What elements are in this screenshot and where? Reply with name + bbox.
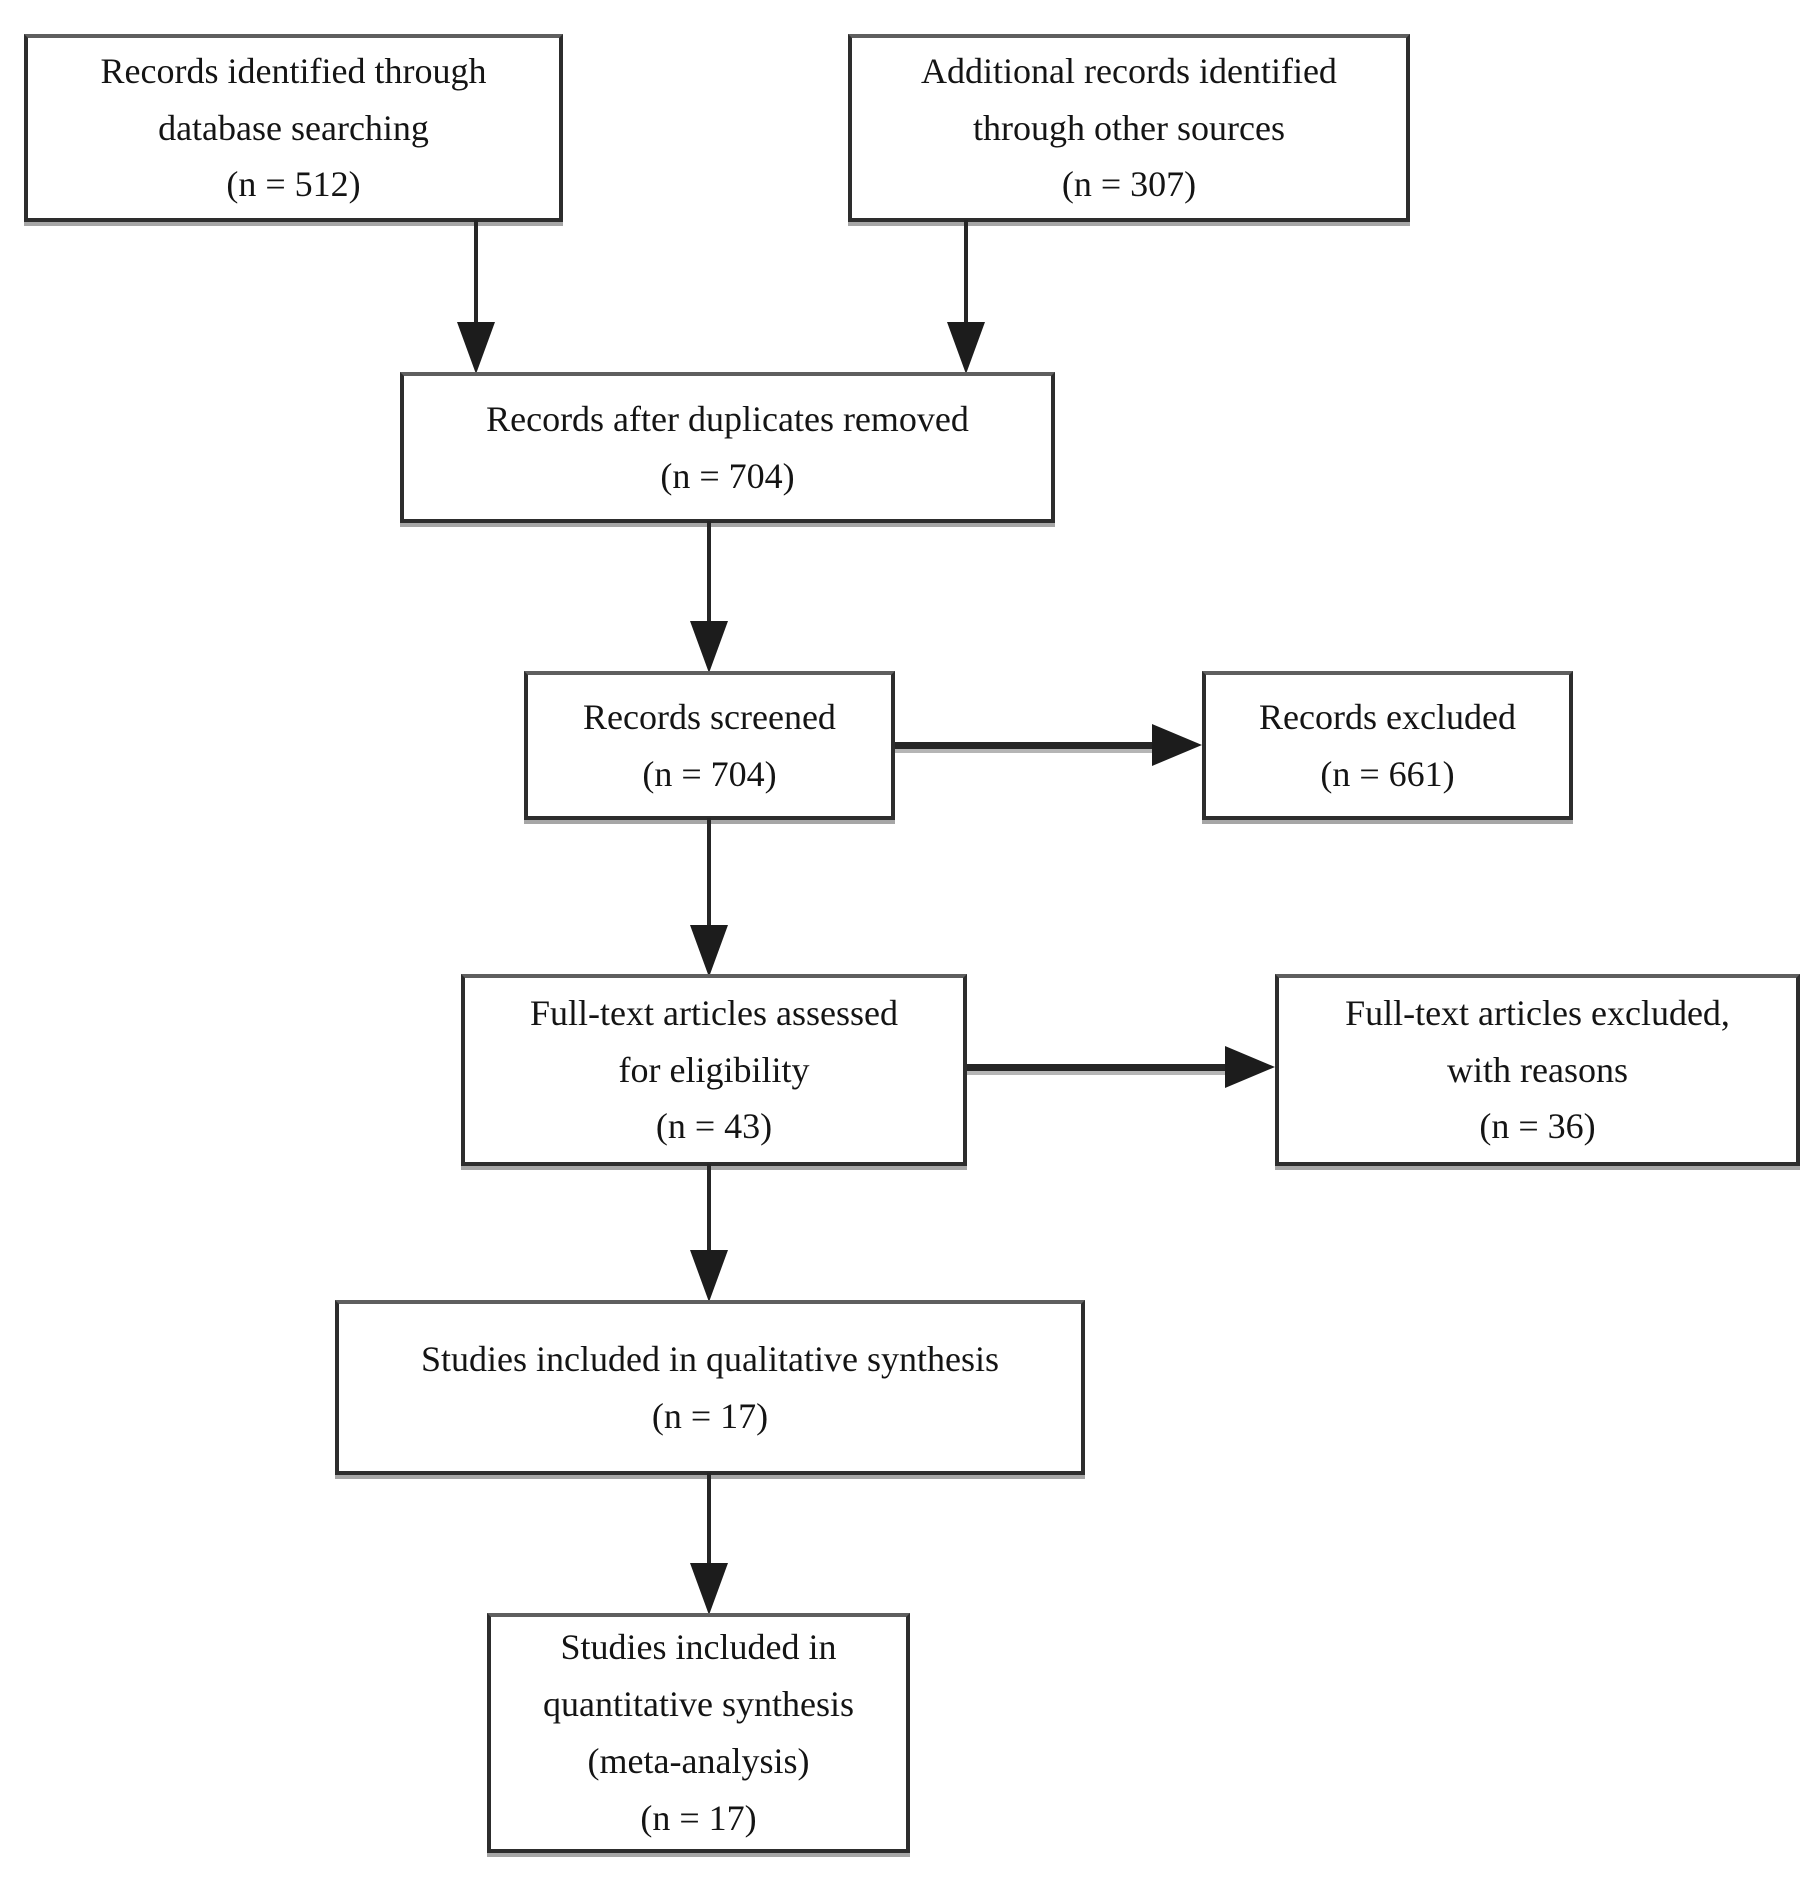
box-line: Records identified through [100, 50, 487, 91]
connector-fulltext-to-excluded [967, 1064, 1229, 1071]
flow-box-records-identified: Records identified through database sear… [24, 34, 563, 222]
flow-box-fulltext-excluded: Full-text articles excluded, with reason… [1275, 974, 1800, 1166]
box-line: Additional records identified [921, 50, 1337, 91]
arrowhead-down-icon [457, 322, 495, 374]
box-line: database searching [158, 107, 429, 148]
flow-box-after-duplicates: Records after duplicates removed (n = 70… [400, 372, 1055, 523]
arrowhead-right-icon [1225, 1046, 1275, 1088]
box-line: (n = 512) [226, 164, 361, 205]
flow-box-qualitative-synthesis: Studies included in qualitative synthesi… [335, 1300, 1085, 1475]
box-line: through other sources [973, 107, 1285, 148]
box-line: (n = 17) [640, 1797, 757, 1838]
flow-box-additional-records: Additional records identified through ot… [848, 34, 1410, 222]
box-line: Full-text articles excluded, [1345, 992, 1730, 1033]
arrowhead-right-icon [1152, 724, 1202, 766]
box-line: (n = 43) [655, 1106, 773, 1147]
box-line: Studies included in [560, 1627, 837, 1668]
connector-screened-to-fulltext [707, 818, 711, 927]
arrowhead-down-icon [690, 1563, 728, 1615]
flow-box-records-excluded: Records excluded (n = 661) [1202, 671, 1573, 820]
box-line: (n = 704) [660, 455, 795, 496]
box-line: (meta-analysis) [587, 1741, 810, 1781]
box-line: Records screened [583, 696, 836, 737]
box-line: Full-text articles assessed [530, 992, 898, 1033]
flow-box-fulltext-assessed: Full-text articles assessed for eligibil… [461, 974, 967, 1166]
connector-fulltext-to-qualitative [707, 1164, 711, 1253]
box-line: (n = 36) [1479, 1106, 1596, 1147]
box-line: (n = 661) [1320, 753, 1455, 794]
connector-duplicates-to-screened [707, 521, 711, 625]
box-line: Records excluded [1259, 696, 1516, 737]
arrowhead-down-icon [690, 925, 728, 977]
flow-box-records-screened: Records screened (n = 704) [524, 671, 895, 820]
arrowhead-down-icon [690, 1250, 728, 1302]
box-line: for eligibility [618, 1049, 810, 1090]
flow-box-quantitative-synthesis: Studies included in quantitative synthes… [487, 1613, 910, 1853]
box-line: with reasons [1447, 1049, 1628, 1090]
box-line: (n = 307) [1061, 164, 1197, 205]
connector-qualitative-to-quantitative [707, 1473, 711, 1567]
arrowhead-down-icon [947, 322, 985, 374]
arrowhead-down-icon [690, 621, 728, 673]
box-line: Records after duplicates removed [486, 398, 969, 439]
box-line: (n = 17) [651, 1395, 769, 1436]
box-line: Studies included in qualitative synthesi… [421, 1338, 999, 1379]
connector-additional-to-duplicates [964, 220, 968, 324]
box-line: (n = 704) [642, 753, 777, 794]
connector-screened-to-excluded [895, 742, 1157, 749]
box-line: quantitative synthesis [543, 1684, 854, 1725]
connector-identified-to-duplicates [474, 220, 478, 324]
